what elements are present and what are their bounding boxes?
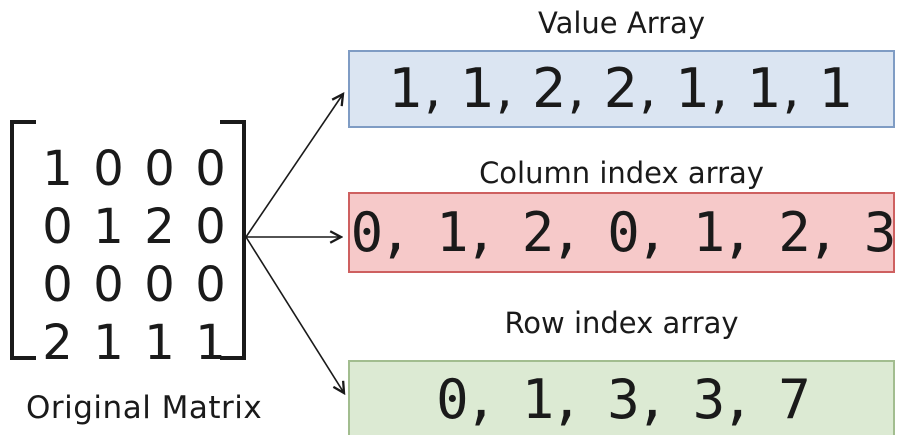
original-matrix-label: Original Matrix [26,390,263,426]
matrix-cell: 2 [42,315,73,371]
matrix-right-bracket [220,120,246,360]
matrix-cell: 1 [195,315,226,371]
matrix-cell: 0 [42,257,73,313]
matrix-cell: 1 [42,141,73,197]
row-index-array-label: Row index array [504,306,739,340]
matrix-cell: 2 [144,199,175,255]
matrix-cell: 0 [144,141,175,197]
value-array-label: Value Array [538,6,705,40]
matrix-cell: 0 [93,141,124,197]
matrix-cell: 0 [93,257,124,313]
column-index-array-label: Column index array [479,156,764,190]
matrix-cell: 0 [195,257,226,313]
matrix-cell: 1 [93,315,124,371]
matrix-grid: 1 0 0 0 0 1 2 0 0 0 0 0 2 1 1 1 [32,140,236,372]
matrix-left-bracket [10,120,36,360]
column-index-array-values: 0, 1, 2, 0, 1, 2, 3 [350,200,897,264]
matrix-cell: 0 [144,257,175,313]
matrix-cell: 0 [42,199,73,255]
arrow-to-row-index-array [245,236,344,393]
original-matrix: 1 0 0 0 0 1 2 0 0 0 0 0 2 1 1 1 [10,120,246,367]
row-index-array-values: 0, 1, 3, 3, 7 [436,368,811,431]
matrix-cell: 0 [195,141,226,197]
row-index-array-box: 0, 1, 3, 3, 7 [348,360,895,435]
value-array-values: 1, 1, 2, 2, 1, 1, 1 [388,57,855,120]
matrix-cell: 0 [195,199,226,255]
arrow-to-value-array [245,94,343,238]
column-index-array-box: 0, 1, 2, 0, 1, 2, 3 [348,192,897,273]
matrix-cell: 1 [144,315,175,371]
matrix-cell: 1 [93,199,124,255]
value-array-box: 1, 1, 2, 2, 1, 1, 1 [348,50,895,128]
